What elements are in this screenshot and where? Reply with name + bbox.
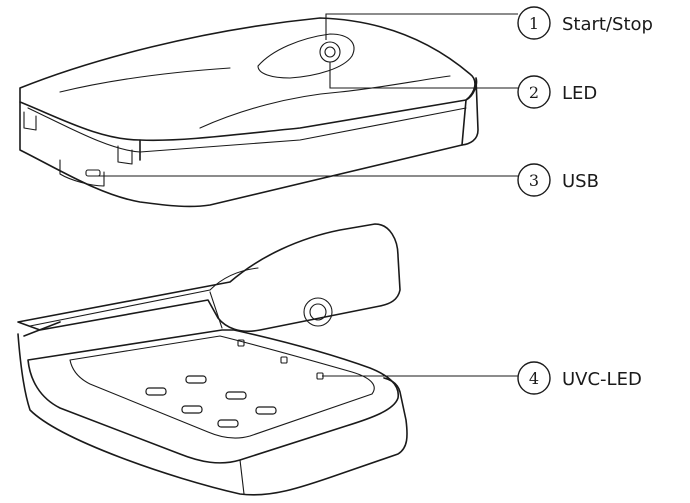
callout-number: 2 <box>529 83 539 102</box>
callout-number: 1 <box>529 14 539 33</box>
callout-3: 3 USB <box>517 163 599 197</box>
callout-circle <box>517 163 551 197</box>
callout-label-usb: USB <box>562 171 599 192</box>
closed-device <box>19 17 479 208</box>
callout-circle <box>517 361 551 395</box>
callout-number: 4 <box>529 369 539 388</box>
callout-label-uvc-led: UVC-LED <box>562 369 642 390</box>
callout-circle <box>517 6 551 40</box>
leader-lines <box>98 13 518 377</box>
callout-circle <box>517 75 551 109</box>
leader-line-led <box>329 62 518 89</box>
callout-number: 3 <box>529 171 539 190</box>
callout-2: 2 LED <box>517 75 597 109</box>
callout-4: 4 UVC-LED <box>517 361 642 395</box>
callout-label-led: LED <box>562 83 597 104</box>
open-device <box>17 223 408 496</box>
leader-line-start-stop <box>325 13 518 40</box>
callout-label-start-stop: Start/Stop <box>562 14 653 35</box>
callout-1: 1 Start/Stop <box>517 6 653 40</box>
